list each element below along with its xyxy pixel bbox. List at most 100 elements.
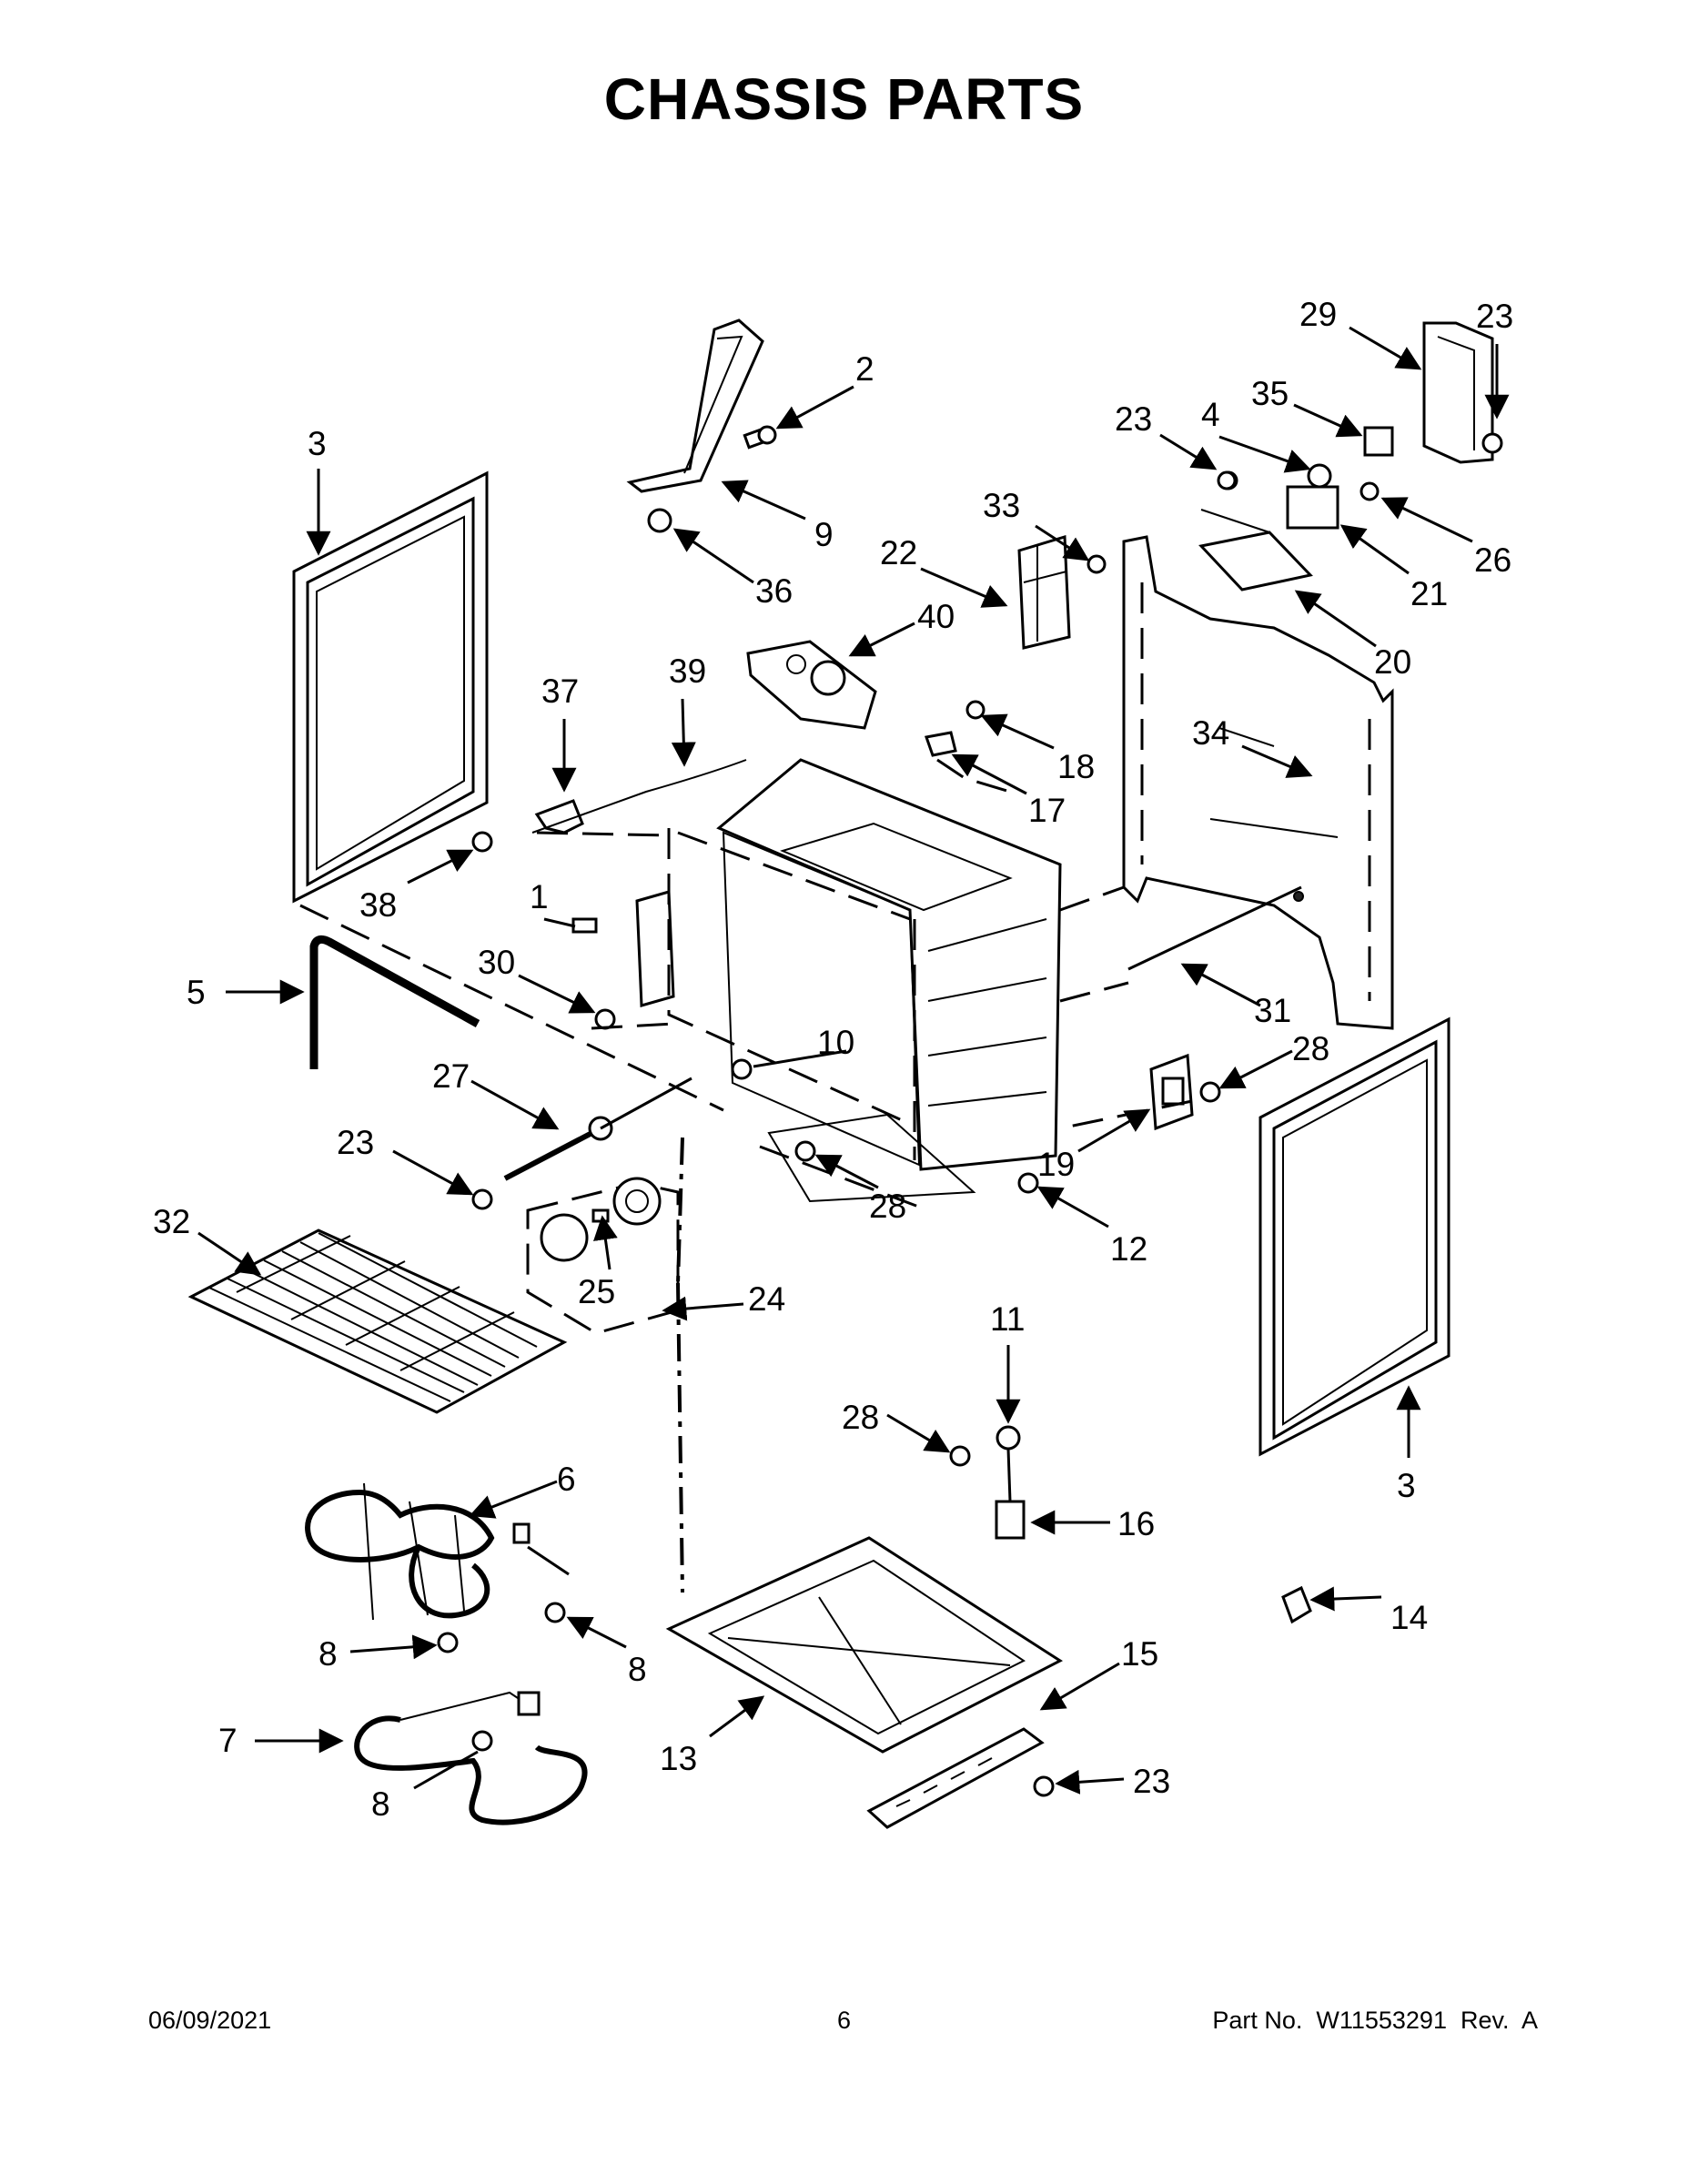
callout-21: 21 (1410, 575, 1448, 612)
right-side-panel (1258, 1016, 1450, 1457)
callout-7: 7 (218, 1722, 238, 1759)
screw-23a (1481, 432, 1503, 454)
alignment-line-2 (676, 1137, 684, 1284)
callout-29: 29 (1299, 296, 1337, 333)
oven-cavity (667, 758, 1062, 1171)
bracket-10 (731, 1058, 753, 1080)
callout-32: 32 (153, 1203, 190, 1240)
callout-5: 5 (187, 974, 206, 1011)
terminal-cover (1017, 535, 1071, 650)
callout-18: 18 (1057, 748, 1095, 785)
callout-6: 6 (557, 1461, 576, 1498)
bottom-dashed-outline (759, 1145, 929, 1212)
callout-23: 23 (1115, 400, 1152, 438)
callout-24: 24 (748, 1280, 785, 1318)
screw-8a (437, 1632, 459, 1653)
vent-trim (866, 1727, 1045, 1829)
callout-40: 40 (917, 598, 955, 635)
hinge-receptacle (534, 799, 584, 834)
screw-8c (471, 1730, 493, 1752)
footer-date: 06/09/2021 (148, 2007, 272, 2034)
callout-8: 8 (371, 1785, 390, 1823)
screw-2 (743, 425, 777, 450)
screw-28a (794, 1140, 816, 1162)
terminal-block (1198, 426, 1394, 592)
screw-38 (471, 831, 493, 853)
callout-17: 17 (1028, 792, 1066, 829)
callout-14: 14 (1390, 1599, 1428, 1636)
callout-19: 19 (1037, 1146, 1075, 1183)
screw-23c (471, 1188, 493, 1210)
rear-panel (1122, 535, 1394, 1030)
callout-28: 28 (869, 1188, 906, 1225)
oven-bottom (665, 1536, 1064, 1754)
callout-25: 25 (578, 1273, 615, 1310)
screw-23b (1217, 470, 1237, 490)
clip-14 (1281, 1585, 1312, 1624)
callout-22: 22 (880, 534, 917, 571)
page-title: CHASSIS PARTS (603, 66, 1085, 132)
bake-element (354, 1691, 588, 1825)
callout-2: 2 (855, 350, 874, 388)
bracket-29 (1422, 321, 1494, 464)
screw-23d (1033, 1775, 1055, 1797)
bottom-plate (767, 1113, 976, 1203)
callout-23: 23 (1133, 1763, 1170, 1800)
callout-28: 28 (842, 1399, 879, 1436)
callout-4: 4 (1201, 396, 1220, 433)
screw-28c (949, 1445, 971, 1467)
callout-16: 16 (1117, 1505, 1155, 1542)
wire-31-end (1293, 891, 1304, 902)
screw-18 (965, 700, 986, 720)
hinge-clip (1149, 1053, 1194, 1131)
callout-26: 26 (1474, 541, 1511, 579)
callout-13: 13 (660, 1740, 697, 1777)
callout-labels: 2 3 9 36 33 22 40 29 23 23 4 35 26 21 20… (153, 296, 1513, 1823)
callout-31: 31 (1254, 992, 1291, 1029)
callout-37: 37 (541, 672, 579, 710)
callout-23: 23 (337, 1124, 374, 1161)
callout-9: 9 (814, 516, 834, 553)
screw-33 (1087, 554, 1107, 574)
callout-10: 10 (817, 1024, 854, 1061)
callout-28: 28 (1292, 1030, 1329, 1067)
broil-element (305, 1482, 570, 1621)
sensor-27 (503, 1077, 692, 1181)
callout-38: 38 (359, 886, 397, 924)
callout-27: 27 (432, 1057, 470, 1095)
door-latch (746, 640, 877, 730)
alignment-line (676, 1282, 684, 1593)
wire-31 (1127, 885, 1302, 971)
callout-3: 3 (1397, 1467, 1416, 1504)
callout-23: 23 (1476, 298, 1513, 335)
wire-39 (531, 759, 747, 834)
callout-35: 35 (1251, 375, 1289, 412)
callout-33: 33 (983, 487, 1020, 524)
callout-3: 3 (308, 425, 327, 462)
callout-8: 8 (628, 1651, 647, 1688)
screw-8b (544, 1602, 566, 1623)
callout-8: 8 (318, 1635, 338, 1673)
callout-20: 20 (1374, 643, 1411, 681)
oven-light (526, 1177, 680, 1335)
hinge-bracket (626, 318, 764, 493)
oven-rack (187, 1228, 568, 1414)
callout-34: 34 (1192, 714, 1229, 752)
callout-39: 39 (669, 652, 706, 690)
callout-11: 11 (990, 1300, 1025, 1338)
screw-28b (1199, 1081, 1221, 1103)
door-gasket (309, 935, 480, 1069)
callout-36: 36 (755, 572, 793, 610)
bracket-17 (925, 731, 957, 757)
door-switch (571, 890, 675, 1030)
callout-30: 30 (478, 944, 515, 981)
leveling-leg (995, 1425, 1026, 1540)
left-side-panel (292, 470, 489, 904)
footer-page-number: 6 (836, 2007, 852, 2034)
hinge-washer (647, 508, 672, 533)
callout-12: 12 (1110, 1230, 1147, 1268)
callout-15: 15 (1121, 1635, 1158, 1673)
footer-part-number: Part No. W11553291 Rev. A (1212, 2007, 1538, 2034)
screw-12 (1017, 1172, 1039, 1194)
